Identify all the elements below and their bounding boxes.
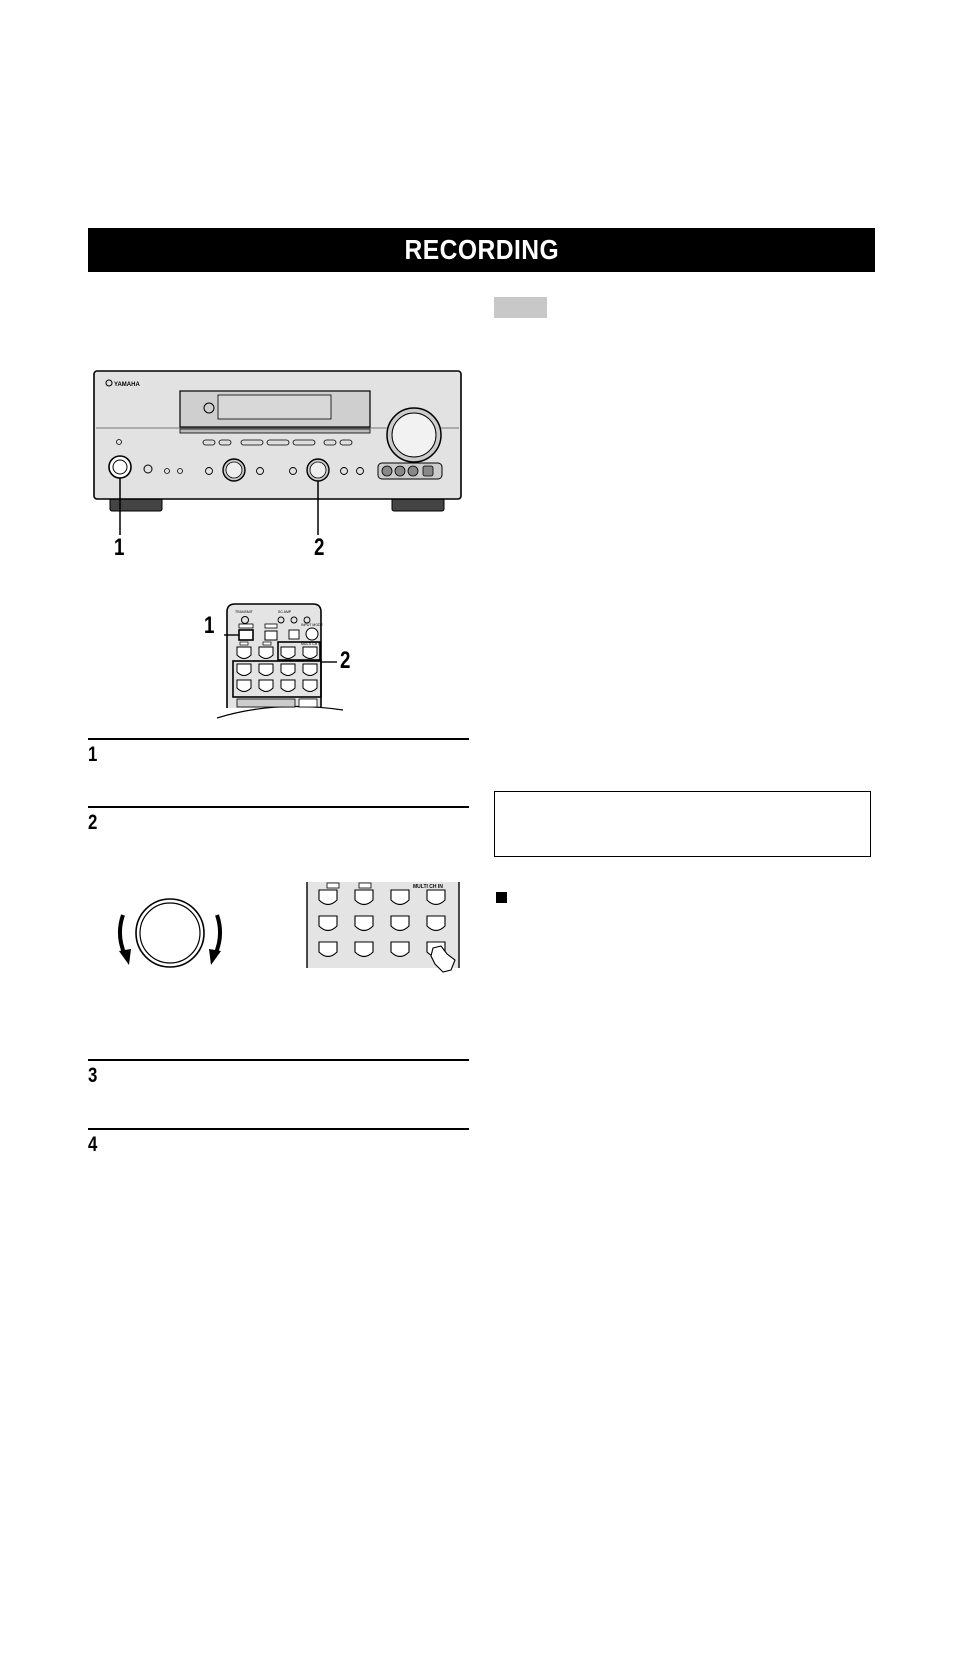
front-panel-callout-1: 1 xyxy=(114,534,125,561)
remote-detail-label-multi-ch-in: MULTI CH IN xyxy=(413,884,443,890)
page-title: RECORDING xyxy=(404,234,559,265)
remote-label-sc-amp: SC AMP xyxy=(278,610,292,614)
step-3-number: 3 xyxy=(88,1064,98,1087)
remote-callout-1: 1 xyxy=(204,612,215,639)
section-header-banner: RECORDING xyxy=(88,228,875,272)
step-3-divider xyxy=(88,1059,469,1061)
remote-callout-2: 2 xyxy=(340,647,351,674)
remote-control-illustration: TRANSMIT SC AMP INPUT MODE MULTI CH IN xyxy=(216,603,344,719)
step-4-number: 4 xyxy=(88,1133,98,1156)
yamaha-logo: YAMAHA xyxy=(105,379,140,388)
remote-label-input-mode: INPUT MODE xyxy=(301,623,324,627)
step-4-divider xyxy=(88,1128,469,1130)
note-tab xyxy=(494,297,547,318)
remote-multi-ch-in-illustration: MULTI CH IN xyxy=(306,882,460,973)
step-1-number: 1 xyxy=(88,743,98,766)
step-2-divider xyxy=(88,806,469,808)
remote-label-transmit: TRANSMIT xyxy=(235,610,254,614)
step-1-divider xyxy=(88,738,469,740)
receiver-front-panel-illustration: YAMAHA xyxy=(93,370,462,535)
step-2-number: 2 xyxy=(88,811,98,834)
front-panel-callout-2: 2 xyxy=(314,534,325,561)
remote-label-multi-ch-in: MULTI CH IN xyxy=(301,642,322,646)
pointing-hand-icon xyxy=(430,945,456,973)
input-selector-knob-illustration xyxy=(118,898,222,968)
section-bullet-square xyxy=(496,892,507,903)
note-box xyxy=(494,791,871,857)
brand-text: YAMAHA xyxy=(114,382,140,388)
